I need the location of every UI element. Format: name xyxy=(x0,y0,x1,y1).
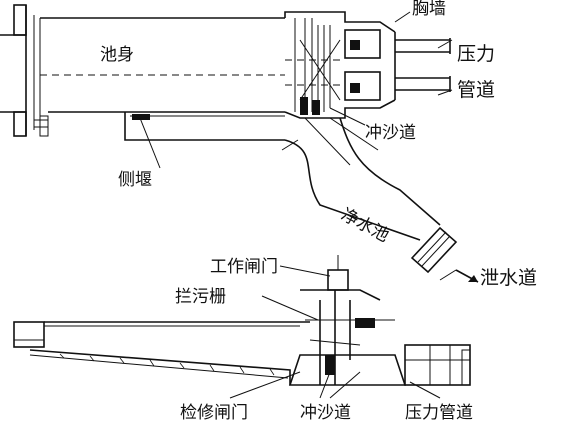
penstock-section xyxy=(404,344,471,386)
label-lan-wu-shan: 拦污栅 xyxy=(175,287,226,307)
section-leader-lines xyxy=(229,265,441,399)
label-gong-zuo-zha-men: 工作闸门 xyxy=(210,257,278,277)
label-guan-dao: 管道 xyxy=(457,79,495,101)
spillway-gate xyxy=(410,226,479,283)
basin-body xyxy=(40,17,285,113)
label-xie-shui-dao: 泄水道 xyxy=(480,267,537,289)
plan-view xyxy=(0,4,479,283)
label-ya-li: 压力 xyxy=(457,43,495,65)
label-jian-xiu-zha-men: 检修闸门 xyxy=(180,403,248,423)
label-chi-shen: 池身 xyxy=(100,45,134,65)
side-weir xyxy=(124,112,285,141)
basin-floor xyxy=(29,349,291,385)
label-chong-sha-dao-top: 冲沙道 xyxy=(365,123,416,143)
intake-structure xyxy=(284,11,396,119)
label-xiong-qiang: 胸墙 xyxy=(412,0,446,19)
label-jing-shui-chi: 净水池 xyxy=(338,205,392,247)
label-ce-yan: 侧堰 xyxy=(118,170,152,190)
left-end-wall xyxy=(0,4,49,137)
flushing-channel xyxy=(281,117,441,241)
label-ya-li-guan-dao: 压力管道 xyxy=(405,403,473,423)
label-chong-sha-dao-bottom: 冲沙道 xyxy=(300,403,351,423)
water-surface xyxy=(44,321,310,327)
section-left-wall xyxy=(13,321,45,348)
penstock-pipes xyxy=(395,38,451,92)
section-view xyxy=(13,255,471,399)
plan-leader-lines xyxy=(139,11,453,169)
intake-section xyxy=(288,255,407,386)
